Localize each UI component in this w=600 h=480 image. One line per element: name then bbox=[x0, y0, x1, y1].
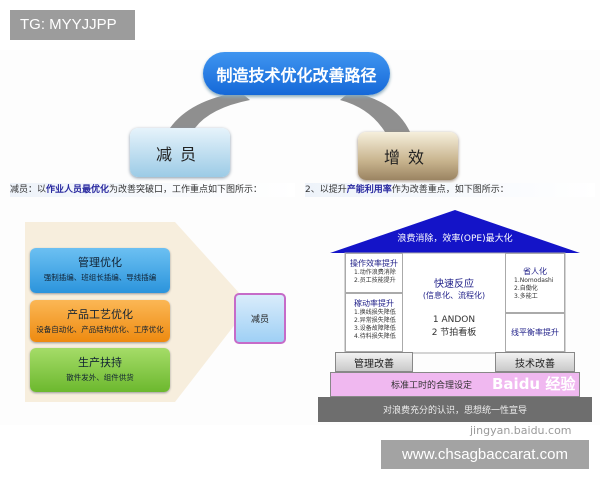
left-connector-arc bbox=[170, 92, 250, 128]
left-caption: 减员：以作业人员最优化为改善突破口，工作重点如下图所示： bbox=[10, 183, 295, 197]
baidu-watermark-url: jingyan.baidu.com bbox=[470, 424, 572, 437]
node-increase-efficiency: 增效 bbox=[358, 132, 458, 180]
pillar-line-balance: 线平衡率提升 bbox=[505, 313, 565, 352]
foundation-standard-time: 标准工时的合理设定 bbox=[330, 372, 580, 397]
option-management: 管理优化强制插编、班组长插编、导线插编 bbox=[30, 248, 170, 293]
footer-url-watermark: www.chsagbaccarat.com bbox=[381, 440, 589, 469]
diagram-title: 制造技术优化改善路径 bbox=[203, 52, 390, 95]
base-management: 管理改善 bbox=[335, 352, 413, 372]
node-reduce-staff: 减员 bbox=[130, 128, 230, 177]
right-caption: 2、以提升产能利用率作为改善重点，如下图所示： bbox=[305, 183, 595, 197]
option-process: 产品工艺优化设备自动化、产品结构优化、工序优化 bbox=[30, 300, 170, 342]
base-technology: 技术改善 bbox=[495, 352, 575, 372]
house-roof bbox=[330, 210, 580, 253]
tag-label: TG: MYYJJPP bbox=[10, 10, 135, 40]
result-reduce-staff: 减员 bbox=[234, 293, 286, 344]
right-connector-arc bbox=[340, 92, 410, 132]
option-support: 生产扶持散件发外、组件供货 bbox=[30, 348, 170, 392]
foundation-awareness: 对浪费充分的认识，思想统一性宣导 bbox=[318, 397, 592, 422]
roof-label: 浪费消除，效率(OPE)最大化 bbox=[397, 234, 513, 244]
baidu-watermark-logo: Baidu 经验 bbox=[492, 375, 576, 393]
center-quick-response: 快速反应 (信息化、流程化) 1 ANDON 2 节拍看板 bbox=[422, 279, 486, 338]
